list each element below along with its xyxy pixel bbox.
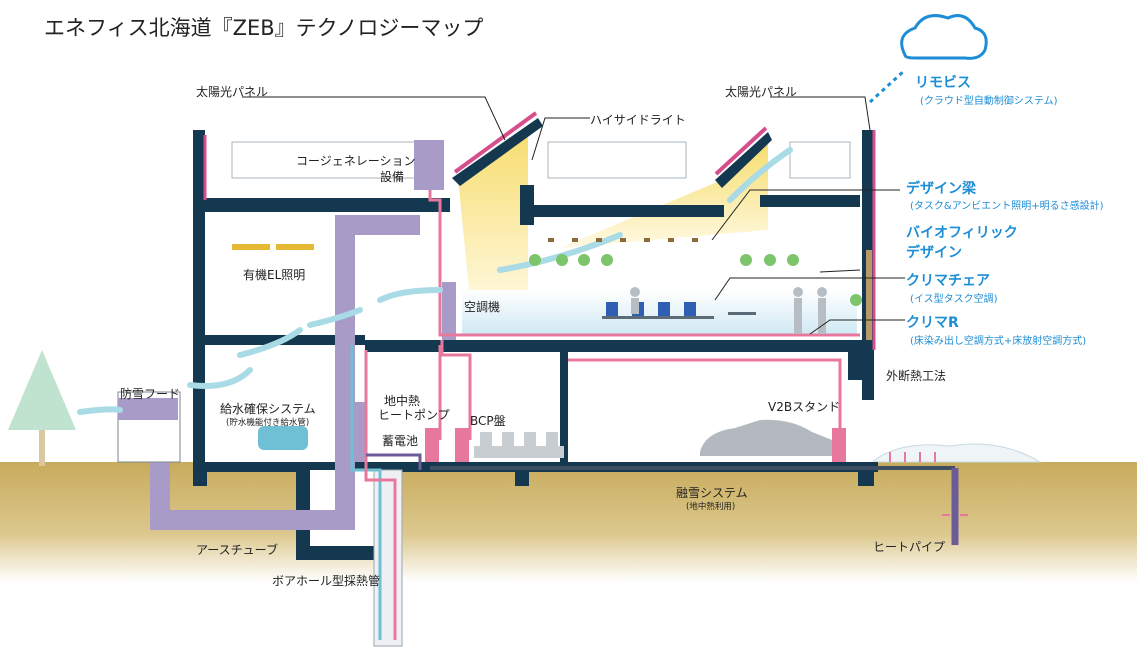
- car-icon: [700, 419, 832, 456]
- callout-clima-chair: クリマチェア: [906, 273, 990, 289]
- label-solar-right: 太陽光パネル: [725, 85, 798, 99]
- geothermal-hp-unit: [344, 402, 366, 462]
- label-snow-hood: 防雪フード: [120, 387, 181, 401]
- label-organic-el: 有機EL照明: [243, 268, 306, 282]
- biophilic-wall: [866, 250, 872, 340]
- water-tank: [258, 426, 308, 450]
- battery-cabinet: [425, 428, 439, 462]
- callout-remobis: リモビス: [915, 75, 971, 91]
- window-band-mid: [547, 141, 687, 179]
- label-snow-melt-sub: (地中熱利用): [686, 502, 736, 512]
- tree-trunk: [39, 430, 45, 466]
- roof-panel-right: [714, 126, 768, 176]
- window-band-left: [231, 141, 421, 179]
- label-v2b: V2Bスタンド: [768, 400, 841, 414]
- earth-tube-duct: [150, 215, 420, 530]
- roof-left: [452, 118, 543, 186]
- label-solar-left: 太陽光パネル: [196, 85, 269, 99]
- label-snow-melt: 融雪システム: [676, 486, 748, 500]
- desks: [602, 312, 756, 319]
- bcp-workstations: [474, 432, 564, 458]
- callout-clima-r-sub: (床染み出し空調方式+床放射空調方式): [910, 336, 1087, 347]
- cloud-link: [868, 68, 907, 104]
- label-heat-pipe: ヒートパイプ: [873, 540, 946, 554]
- label-earth-tube: アースチューブ: [196, 543, 278, 557]
- tree-icon: [8, 350, 76, 430]
- clima-chairs: [606, 302, 696, 316]
- label-geothermal-1: 地中熱: [384, 394, 421, 408]
- borehole-casing: [373, 469, 403, 647]
- snow-mound: [870, 443, 1042, 463]
- callout-clima-r: クリマR: [906, 315, 959, 331]
- callout-design-beam: デザイン梁: [906, 181, 976, 197]
- pipes: [350, 190, 959, 640]
- label-water-system-sub: (貯水機能付き給水管): [226, 418, 310, 428]
- callout-design-beam-sub: (タスク&アンビエント照明+明るさ感設計): [910, 201, 1104, 212]
- heat-pipe-arrows: [889, 452, 968, 516]
- roof-panel-left: [453, 111, 538, 174]
- callout-biophilic-2: デザイン: [906, 245, 962, 261]
- leader-lines: [242, 96, 905, 335]
- design-beam-lights: [548, 238, 698, 242]
- callout-biophilic-1: バイオフィリック: [906, 225, 1018, 241]
- label-borehole: ボアホール型採熱管: [272, 574, 381, 588]
- label-water-system: 給水確保システム: [220, 402, 316, 416]
- callout-clima-chair-sub: (イス型タスク空調): [910, 294, 998, 305]
- light-wedge-right: [560, 140, 768, 248]
- people: [630, 287, 827, 334]
- label-bcp: BCP盤: [470, 414, 506, 428]
- label-battery: 蓄電池: [382, 434, 419, 448]
- label-high-side-light: ハイサイドライト: [590, 113, 686, 127]
- label-geothermal-2: ヒートポンプ: [378, 408, 450, 422]
- window-band-right: [789, 141, 851, 179]
- callout-remobis-sub: (クラウド型自動制御システム): [920, 96, 1058, 107]
- air-conditioner-unit: [442, 282, 456, 340]
- roof-right: [715, 132, 772, 188]
- bcp-cabinet: [455, 428, 469, 462]
- cogeneration-unit: [414, 140, 444, 190]
- label-air-conditioner: 空調機: [464, 300, 501, 314]
- label-exterior-insulation: 外断熱工法: [886, 369, 947, 383]
- plants: [529, 254, 862, 306]
- label-cogeneration-1: コージェネレーション: [296, 154, 416, 168]
- v2b-stand: [832, 428, 846, 462]
- cloud-icon: [900, 14, 988, 60]
- label-cogeneration-2: 設備: [380, 170, 405, 184]
- snow-hood-duct: [118, 398, 178, 420]
- page-title: エネフィス北海道『ZEB』テクノロジーマップ: [44, 16, 484, 40]
- organic-el-lights: [232, 244, 314, 250]
